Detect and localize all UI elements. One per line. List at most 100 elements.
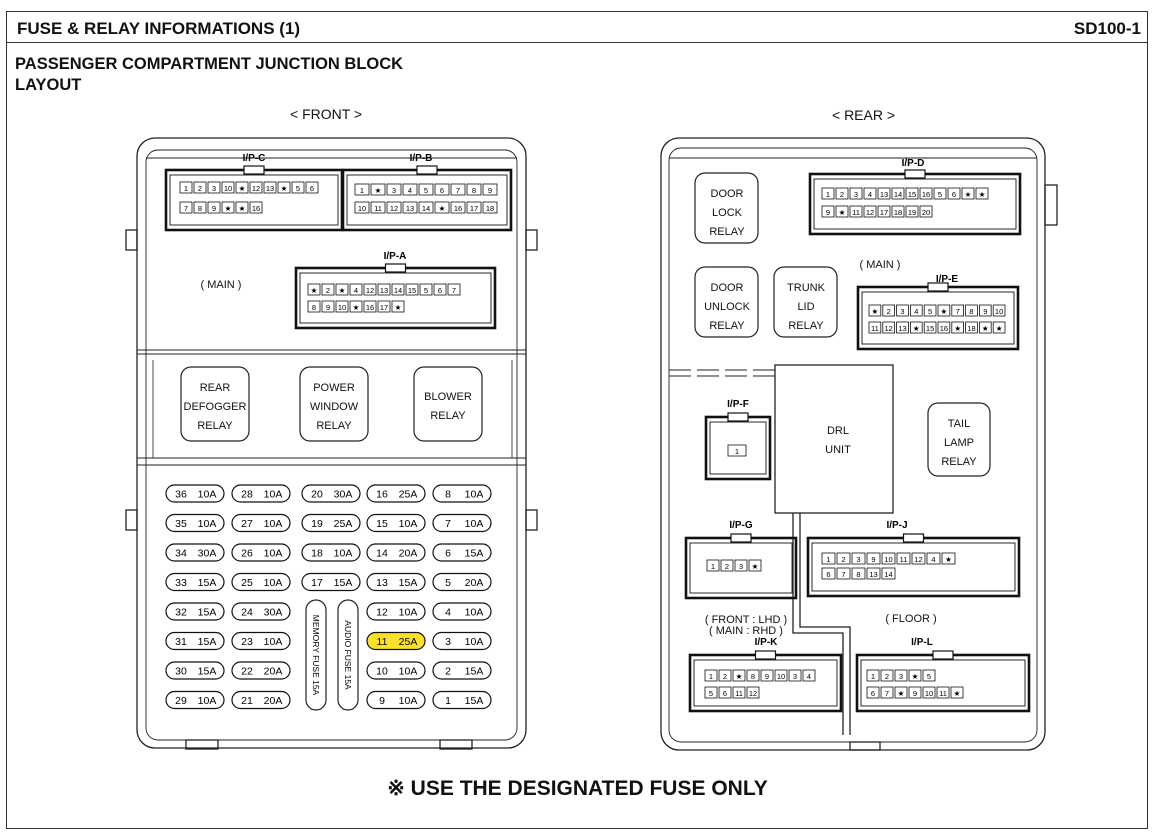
connector-ipc-pin-box — [193, 201, 207, 214]
fuse-number: 36 — [175, 489, 187, 501]
rear-label: < REAR > — [832, 107, 896, 123]
connector-ipa-pin: ★ — [311, 286, 318, 295]
connector-ipa-pin-box — [349, 283, 363, 296]
fuse-rating: 10A — [399, 607, 418, 619]
connector-ipc-pin-box — [221, 201, 235, 214]
connector-ipa-pin-box — [391, 283, 405, 296]
connector-ipa-pin-box — [321, 300, 335, 313]
connector-ipa-pin-box — [335, 300, 349, 313]
fuse-outline — [165, 602, 225, 621]
connector-ipe-pin: 10 — [995, 307, 1003, 316]
connector-ipb-latch — [416, 165, 438, 175]
fuse-number: 18 — [311, 548, 323, 560]
connector-ipd-pin-box — [821, 205, 835, 218]
fuse-rating: 15A — [198, 607, 217, 619]
connector-ipl-pin-box — [880, 686, 894, 699]
relay-door-lock-l2: LOCK — [712, 207, 743, 219]
fuse-outline — [366, 513, 426, 533]
fuse-outline — [432, 543, 492, 562]
fuse-outline — [231, 602, 291, 621]
connector-ipk-pin: 1 — [709, 672, 713, 681]
fuse-rating: 25A — [399, 489, 418, 501]
connector-ipa-pin-box — [307, 283, 321, 296]
connector-ipb-pin: 16 — [454, 204, 462, 213]
page-code: SD100-1 — [1073, 19, 1141, 38]
connector-ipj-pin-box — [911, 552, 926, 565]
fuse-rating: 15A — [334, 577, 353, 589]
connector-ipd-pin: 5 — [938, 190, 942, 199]
relay-rear-defogger-l3: RELAY — [197, 420, 233, 432]
fuse-outline — [165, 543, 225, 562]
connector-ipb-pin: 6 — [440, 186, 444, 195]
fuse-number: 30 — [175, 666, 187, 678]
fuse-rating: 10A — [465, 518, 484, 530]
fuse-number: 19 — [311, 518, 323, 530]
connector-ipe-pin-box — [937, 304, 951, 317]
connector-ipe-pin-box — [951, 304, 964, 317]
connector-ipe-pin: 9 — [983, 307, 987, 316]
fuse-rating: 20A — [399, 548, 418, 560]
fuse-rating: 25A — [399, 636, 418, 648]
connector-ipk-pin: 6 — [723, 689, 727, 698]
connector-ipa-pin-box — [405, 283, 419, 296]
connector-ipa-pin: 7 — [452, 286, 456, 295]
connector-ipj-pin: 13 — [869, 570, 877, 579]
connector-ipj-pin: 4 — [931, 555, 935, 564]
connector-ipa-pin: 2 — [326, 286, 330, 295]
connector-ipj-pin: 11 — [900, 555, 908, 564]
connector-ipl-pin-box — [894, 669, 908, 682]
fuse-16: 16 25A — [366, 484, 426, 503]
fuse-outline — [231, 631, 291, 651]
connector-ipc-label: I/P-C — [243, 153, 266, 164]
fuse-outline — [301, 484, 361, 503]
connector-ipd-pin: 20 — [922, 208, 930, 217]
fuse-outline — [301, 543, 361, 562]
fuse-number: 29 — [175, 695, 187, 707]
connector-ipl-pin: 7 — [885, 689, 889, 698]
fuse-number: 13 — [376, 577, 388, 589]
fuse-rating: 10A — [399, 695, 418, 707]
connector-ipg-inner — [689, 542, 793, 594]
connector-ipb-pin: 11 — [374, 204, 382, 213]
fuse-outline — [432, 484, 492, 503]
connector-ipd-pin: 18 — [894, 208, 902, 217]
fuse-rating: 15A — [198, 636, 217, 648]
fuse-outline — [366, 543, 426, 562]
fuse-outline — [165, 690, 225, 710]
fuse-outline — [432, 572, 492, 592]
fuse-number: 6 — [445, 548, 451, 560]
connector-ipk-pin-box — [718, 669, 732, 682]
relay-door-lock-l3: RELAY — [709, 226, 745, 238]
connector-ipd-pin: 13 — [880, 190, 888, 199]
connector-ipk-pin: 11 — [735, 689, 743, 698]
connector-ipj-pin-box — [821, 552, 836, 565]
connector-ipj-pin: 6 — [826, 570, 830, 579]
memory-fuse-label: MEMORY FUSE 15A — [311, 615, 321, 696]
connector-ipa-pin: 16 — [366, 303, 374, 312]
fuse-number: 16 — [376, 489, 388, 501]
fuse-outline — [165, 661, 225, 680]
connector-ipb-pin: 4 — [408, 186, 412, 195]
connector-ipa-pin-box — [433, 283, 447, 296]
connector-ipe-pin: 13 — [898, 324, 906, 333]
fuse-rating: 30A — [334, 489, 353, 501]
fuse-rating: 30A — [264, 607, 283, 619]
connector-ipf: I/P-F1 — [704, 399, 772, 481]
connector-ipl-pin: 10 — [925, 689, 933, 698]
connector-ipb-pin-box — [466, 201, 482, 214]
connector-ipe-pin-box — [992, 321, 1006, 334]
subtitle-line2: LAYOUT — [15, 76, 82, 94]
connector-ipl-pin: 3 — [899, 672, 903, 681]
connector-ipb-shell — [341, 168, 513, 232]
fuse-outline — [432, 602, 492, 621]
fuse-number: 8 — [445, 489, 451, 501]
connector-ipj-pin-box — [866, 552, 881, 565]
connector-ipa-pin-box — [419, 283, 433, 296]
